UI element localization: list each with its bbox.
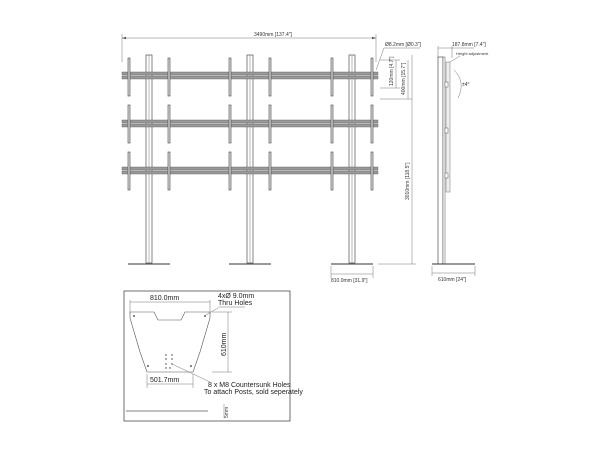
height-adjustment-label: Height adjustment [456, 51, 489, 56]
countersunk-line2: To attach Posts, sold seperately [204, 389, 303, 396]
rail-row-2 [121, 119, 379, 128]
rail-spacing-small-label: 120mm [4.7"] [389, 56, 395, 86]
plate-depth-label: 610mm [221, 332, 228, 356]
rail-spacing-large-label: 400mm [15.7"] [401, 62, 407, 95]
countersunk-line1: 8 x M8 Countersunk Holes [208, 382, 291, 389]
plate-width-label: 810.0mm [150, 295, 179, 302]
thru-holes-line1: 4xØ 9.0mm [218, 293, 254, 300]
thru-holes-line2: Thru Holes [218, 300, 253, 307]
base-plate-detail: 810.0mm 4xØ 9.0mm Thru Holes 610mm 501.7… [123, 290, 303, 422]
side-base-depth-label: 610mm [24"] [438, 277, 467, 283]
front-view: 3490mm [137.4"] [121, 32, 422, 284]
side-bracket [445, 61, 451, 193]
tilt-label: ±4° [462, 82, 470, 88]
side-post [437, 56, 444, 265]
overall-height-label: 3010mm [118.5"] [405, 162, 411, 200]
overall-width-label: 3490mm [137.4"] [254, 32, 293, 38]
base-width-label: 810.0mm [31.9"] [331, 278, 368, 284]
rail-row-1 [121, 71, 379, 80]
base-plate-outline [129, 311, 211, 373]
rail-row-3 [121, 166, 379, 175]
plate-thickness-label: 5mm [224, 407, 230, 418]
side-view: 187.8mm [7.4"] Height adjustment ±4° 610… [431, 42, 489, 283]
display-brackets [127, 57, 374, 191]
post-diameter-label: Ø8.2mm [Ø0.3"] [385, 42, 422, 48]
side-depth-label: 187.8mm [7.4"] [452, 42, 486, 48]
hole-spacing-label: 501.7mm [150, 377, 179, 384]
